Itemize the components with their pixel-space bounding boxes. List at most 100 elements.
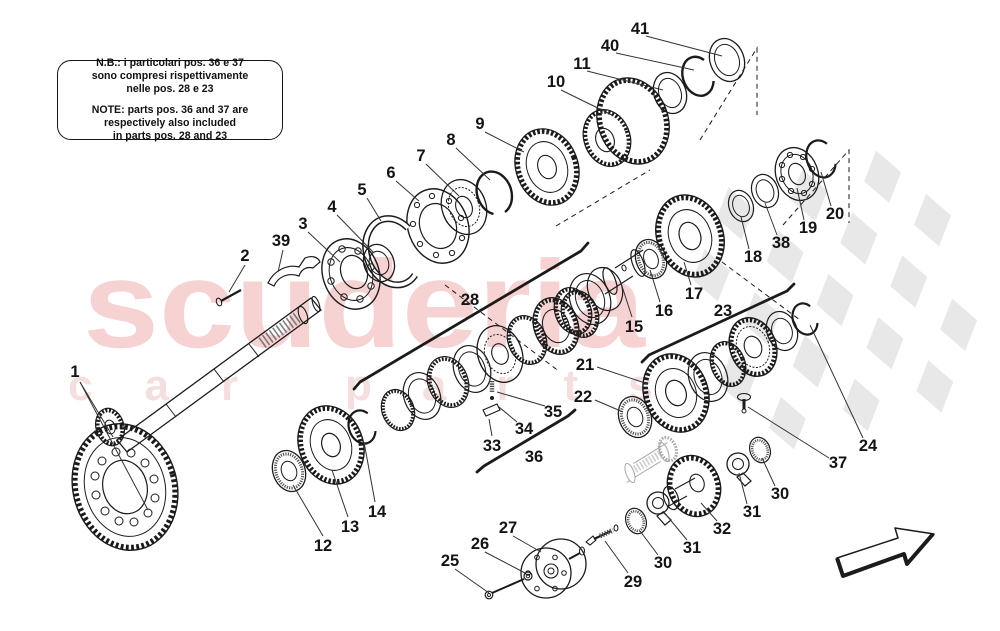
- callout-leader-20: [820, 171, 832, 207]
- callout-label-6: 6: [386, 164, 395, 182]
- pump-shaft-29: [585, 524, 619, 546]
- callout-label-32: 32: [713, 520, 731, 538]
- keeper-plate-31-left: [646, 491, 672, 526]
- callout-leader-12: [292, 484, 324, 537]
- callout-leader-34: [498, 406, 518, 423]
- callout-label-10: 10: [547, 73, 565, 91]
- subassembly-25-32: [484, 436, 771, 600]
- callout-leader-31: [738, 472, 748, 505]
- callout-label-3: 3: [298, 215, 307, 233]
- callout-leader-32: [700, 502, 718, 522]
- callout-label-39: 39: [272, 232, 290, 250]
- callout-leader-27: [512, 535, 542, 553]
- callout-leader-30: [639, 530, 659, 556]
- callout-label-21: 21: [576, 356, 594, 374]
- callout-leader-17: [683, 261, 692, 286]
- callout-leader-33: [488, 418, 493, 437]
- gear-9: [514, 128, 580, 206]
- synchro-ring-s3: [426, 356, 470, 408]
- callout-label-31: 31: [683, 539, 701, 557]
- callout-leader-39: [277, 249, 284, 273]
- callout-label-35: 35: [544, 403, 562, 421]
- callout-leader-37: [747, 406, 830, 459]
- oil-pump-27: [520, 538, 587, 599]
- note-text-italian: N.B.: i particolari pos. 36 e 37 sono co…: [91, 57, 249, 95]
- callout-label-28: 28: [461, 291, 479, 309]
- gear-32: [662, 454, 722, 518]
- callout-leader-40: [615, 52, 695, 71]
- callout-label-16: 16: [655, 302, 673, 320]
- callout-label-18: 18: [744, 248, 762, 266]
- ghost-spline-shaft: [624, 435, 679, 483]
- shim-ring-41: [708, 37, 746, 83]
- subassembly-3-11: [321, 37, 746, 310]
- subassembly-15-20: [553, 139, 837, 335]
- callout-leader-18: [740, 216, 750, 250]
- bearing-19: [774, 146, 820, 202]
- callout-leader-22: [594, 399, 624, 413]
- callout-leader-21: [596, 366, 649, 385]
- callout-label-1: 1: [70, 363, 79, 381]
- callout-label-29: 29: [624, 573, 642, 591]
- bracket-28: [352, 241, 590, 391]
- callout-leader-35: [496, 391, 546, 407]
- washer-26: [523, 571, 533, 581]
- callout-label-23: 23: [714, 302, 732, 320]
- callout-label-33: 33: [483, 437, 501, 455]
- synchro-hub-s5: [476, 325, 524, 383]
- bolt-25: [484, 578, 525, 600]
- callout-label-19: 19: [799, 219, 817, 237]
- callout-label-14: 14: [368, 503, 387, 521]
- callout-leader-3: [307, 231, 341, 263]
- group-brackets: [352, 241, 796, 474]
- callout-label-15: 15: [625, 318, 643, 336]
- callout-label-13: 13: [341, 518, 359, 536]
- callout-leader-15: [620, 282, 633, 318]
- synchro-hub-23: [728, 317, 778, 377]
- watermark-word-car: car: [68, 361, 290, 410]
- callout-leader-8: [455, 147, 491, 181]
- bearing-3: [321, 238, 381, 310]
- washer-18: [727, 189, 755, 223]
- callout-leader-19: [796, 187, 805, 221]
- callout-label-37: 37: [829, 454, 847, 472]
- callout-leader-13: [331, 469, 349, 518]
- crown-wheel-1: [71, 423, 179, 551]
- callout-label-38: 38: [772, 234, 790, 252]
- callout-label-40: 40: [601, 37, 619, 55]
- callout-label-22: 22: [574, 388, 592, 406]
- callout-layer: 1239345678910114041281213143334353615161…: [70, 20, 878, 594]
- callout-label-26: 26: [471, 535, 489, 553]
- gear-13: [297, 405, 365, 485]
- synchro-ring-23b: [687, 341, 747, 402]
- callout-label-8: 8: [446, 131, 455, 149]
- callout-leader-41: [645, 35, 723, 57]
- synchro-ring-s6: [506, 315, 548, 365]
- callout-label-12: 12: [314, 537, 332, 555]
- callout-leader-5: [366, 197, 382, 222]
- synchro-ring-s4: [452, 345, 492, 393]
- callout-leader-4: [336, 214, 375, 254]
- forward-direction-arrow-icon: [835, 527, 935, 578]
- lay-shaft-1: [116, 295, 322, 453]
- gear-hub-s7: [532, 297, 580, 355]
- callout-label-36: 36: [525, 448, 543, 466]
- callout-label-9: 9: [475, 115, 484, 133]
- snap-ring-24: [791, 302, 819, 336]
- callout-leader-26: [484, 551, 526, 574]
- callout-label-41: 41: [631, 20, 649, 38]
- needle-cage-30-right: [749, 436, 771, 464]
- needle-cage-22: [617, 395, 653, 439]
- ball-34: [490, 396, 494, 400]
- callout-label-17: 17: [685, 285, 703, 303]
- strut-33: [482, 403, 501, 417]
- c-washer-5: [362, 215, 418, 289]
- retainer-pin-37: [736, 392, 752, 414]
- callout-label-24: 24: [859, 437, 878, 455]
- callout-leader-31: [662, 510, 688, 541]
- synchro-ring-s1: [380, 388, 416, 432]
- callout-leader-25: [454, 568, 490, 594]
- callout-leader-24: [809, 324, 864, 439]
